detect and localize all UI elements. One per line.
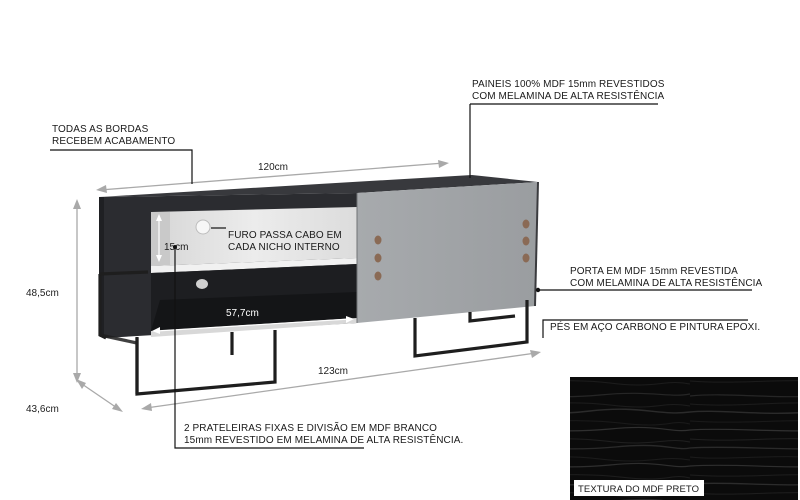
mdf-black-texture [570, 377, 798, 500]
middle-shelf [151, 258, 357, 273]
tv-rack [98, 175, 539, 396]
door-callout: PORTA EM MDF 15mm REVESTIDA COM MELAMINA… [570, 266, 763, 289]
top-width-label: 120cm [258, 162, 288, 173]
svg-text:PAINEIS 100% MDF 15mm REVESTID: PAINEIS 100% MDF 15mm REVESTIDOS [472, 79, 665, 90]
feet-leader [542, 319, 748, 338]
dimension-top-width: 120cm [96, 160, 449, 193]
steel-legs [98, 270, 529, 396]
feet-callout: PÉS EM AÇO CARBONO E PINTURA EPOXI. [550, 320, 760, 333]
niche-width-dimension: 57,7cm [152, 308, 354, 334]
panels-callout: PAINEIS 100% MDF 15mm REVESTIDOS COM MEL… [472, 79, 665, 102]
edges-leader [50, 149, 193, 184]
top-panel [99, 175, 538, 197]
depth-label: 43,6cm [26, 404, 59, 415]
niche-width-label: 57,7cm [226, 308, 259, 319]
bottom-width-label: 123cm [318, 366, 348, 377]
shelves-callout: 2 PRATELEIRAS FIXAS E DIVISÃO EM MDF BRA… [184, 421, 463, 446]
cable-hole-lower [196, 279, 208, 289]
svg-text:CADA NICHO INTERNO: CADA NICHO INTERNO [228, 242, 340, 253]
svg-text:TODAS AS BORDAS: TODAS AS BORDAS [52, 124, 149, 135]
texture-label: TEXTURA DO MDF PRETO [578, 484, 699, 495]
svg-text:PÉS EM AÇO CARBONO E PINTURA E: PÉS EM AÇO CARBONO E PINTURA EPOXI. [550, 320, 760, 333]
svg-text:COM MELAMINA DE ALTA RESISTÊNC: COM MELAMINA DE ALTA RESISTÊNCIA [472, 89, 665, 102]
svg-text:2 PRATELEIRAS FIXAS E DIVISÃO: 2 PRATELEIRAS FIXAS E DIVISÃO EM MDF BRA… [184, 421, 437, 434]
svg-text:15mm REVESTIDO EM MELAMINA DE: 15mm REVESTIDO EM MELAMINA DE ALTA RESIS… [184, 433, 463, 446]
dimension-height: 48,5cm [26, 199, 81, 383]
bottom-shelf-edge [151, 318, 357, 337]
cable-hole-callout: FURO PASSA CABO EM CADA NICHO INTERNO [228, 230, 342, 253]
edges-callout: TODAS AS BORDAS RECEBEM ACABAMENTO [52, 124, 175, 147]
svg-text:RECEBEM ACABAMENTO: RECEBEM ACABAMENTO [52, 136, 175, 147]
door-dots [374, 219, 530, 281]
height-label: 48,5cm [26, 288, 59, 299]
dimension-depth: 43,6cm [26, 379, 123, 415]
svg-text:PORTA EM MDF 15mm REVESTIDA: PORTA EM MDF 15mm REVESTIDA [570, 266, 738, 277]
svg-text:FURO PASSA CABO EM: FURO PASSA CABO EM [228, 230, 342, 241]
svg-text:COM MELAMINA DE ALTA RESISTÊNC: COM MELAMINA DE ALTA RESISTÊNCIA [570, 276, 763, 289]
texture-swatch: TEXTURA DO MDF PRETO [570, 377, 798, 500]
dimension-bottom-width: 123cm [141, 350, 541, 411]
shelves-leader [174, 247, 364, 449]
sliding-door [357, 182, 538, 323]
cable-hole-upper [195, 219, 211, 235]
